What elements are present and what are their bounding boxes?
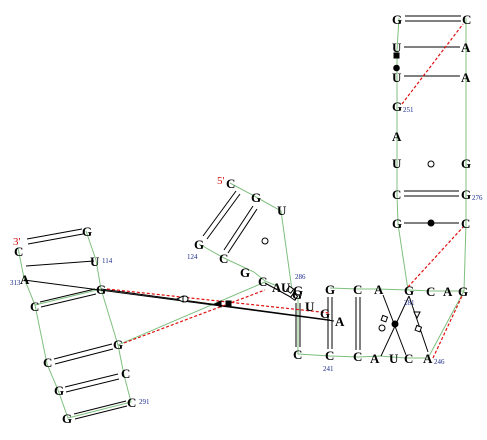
nucleotide: U (392, 70, 402, 85)
nucleotide: C (127, 395, 136, 410)
backbone (17, 17, 467, 419)
nucleotide: A (374, 282, 384, 297)
nucleotide: C (461, 216, 470, 231)
filled-circle-glyph (393, 64, 400, 72)
backbone-cross (117, 281, 266, 346)
nucleotide: A (370, 351, 380, 366)
nucleotide: C (43, 355, 52, 370)
backbone-left-helix (17, 230, 132, 419)
square-glyph-5 (380, 314, 389, 323)
position-number: 124 (187, 253, 198, 261)
nucleotide: U (389, 351, 399, 366)
nucleotide: C (325, 348, 334, 363)
nucleotide: G (194, 237, 204, 252)
position-number: 251 (403, 106, 414, 114)
nucleotide: U (90, 254, 100, 269)
nucleotide: G (461, 156, 471, 171)
position-number: 241 (323, 365, 334, 373)
open-circle-glyph-2 (261, 237, 269, 245)
nucleotide: U (305, 299, 315, 314)
nucleotide: G (240, 265, 250, 280)
open-circle-glyph-4 (378, 324, 386, 332)
nucleotide: C (258, 274, 267, 289)
nucleotide: G (251, 190, 261, 205)
square-glyph-2 (225, 300, 232, 307)
position-number: 114 (102, 257, 113, 265)
nucleotide: A (423, 351, 433, 366)
nucleotide: C (121, 366, 130, 381)
nucleotide: G (293, 283, 303, 298)
nucleotide: C (426, 284, 435, 299)
square-glyph-6 (414, 324, 423, 333)
triangle-glyph (175, 295, 184, 303)
nucleotide: G (82, 224, 92, 239)
nucleotide: A (461, 40, 471, 55)
position-number: 281 (404, 299, 415, 307)
nucleotide: A (272, 280, 282, 295)
backbone-right-helix-left-strand (396, 17, 409, 291)
nucleotide: C (392, 187, 401, 202)
nucleotide: G (113, 337, 123, 352)
nucleotide: G (292, 287, 302, 302)
nucleotide: A (335, 314, 345, 329)
nucleotide: C (293, 347, 302, 362)
nucleotide: G (320, 306, 330, 321)
nucleotide: C (404, 351, 413, 366)
backbone-cross-2 (34, 288, 102, 306)
position-numbers: 251 276 124 286 281 241 246 114 313 291 (10, 106, 483, 406)
interaction-glyphs (175, 52, 435, 333)
position-number: 246 (434, 358, 445, 366)
nucleotide: C (462, 12, 471, 27)
five-prime-label: 5' (217, 175, 225, 187)
position-number: 276 (472, 194, 483, 202)
nucleotide: A (392, 129, 402, 144)
nucleotide: U (281, 280, 291, 295)
nucleotide: A (443, 284, 453, 299)
base-pairs (26, 15, 461, 420)
nucleotide: C (14, 244, 23, 259)
nucleotide: C (226, 176, 235, 191)
nucleotide: G (404, 283, 414, 298)
nucleotide: G (461, 187, 471, 202)
square-glyph-3 (285, 285, 295, 294)
position-number: 313 (10, 279, 21, 287)
nucleotide: G (62, 411, 72, 426)
nucleotide: U (392, 156, 402, 171)
nucleotide: A (461, 70, 471, 85)
filled-circle-glyph-2 (427, 219, 435, 227)
backbone-center (297, 287, 465, 359)
position-number: 286 (295, 273, 306, 281)
nucleotide: G (392, 12, 402, 27)
backbone-right-helix-right-strand (463, 18, 467, 292)
position-number: 291 (139, 398, 150, 406)
triangle-glyph-2 (213, 300, 222, 308)
tertiary-interactions (106, 23, 465, 359)
nucleotide: U (277, 203, 287, 218)
nucleotide: C (353, 349, 362, 364)
nucleotide: G (392, 216, 402, 231)
nucleotide: A (20, 272, 30, 287)
nucleotide: U (392, 40, 402, 55)
nucleotide: C (353, 282, 362, 297)
nucleotide: G (392, 99, 402, 114)
backbone-hairpin (229, 182, 299, 299)
backbone-hairpin-left (198, 243, 278, 287)
nucleotide: G (96, 282, 106, 297)
nucleotide: G (458, 284, 468, 299)
three-prime-label: 3' (13, 236, 21, 248)
open-circle-glyph (427, 160, 435, 168)
square-glyph (393, 52, 400, 59)
nucleotide: C (219, 251, 228, 266)
nucleotide: C (30, 299, 39, 314)
filled-circle-glyph-3 (391, 320, 399, 328)
nucleotides: G C U A U A G A U G C G G C C G U G C G … (14, 12, 471, 426)
square-glyph-4 (289, 292, 299, 301)
nucleotide: G (325, 282, 335, 297)
triangle-glyph-3 (413, 311, 421, 320)
nucleotide: G (54, 383, 64, 398)
